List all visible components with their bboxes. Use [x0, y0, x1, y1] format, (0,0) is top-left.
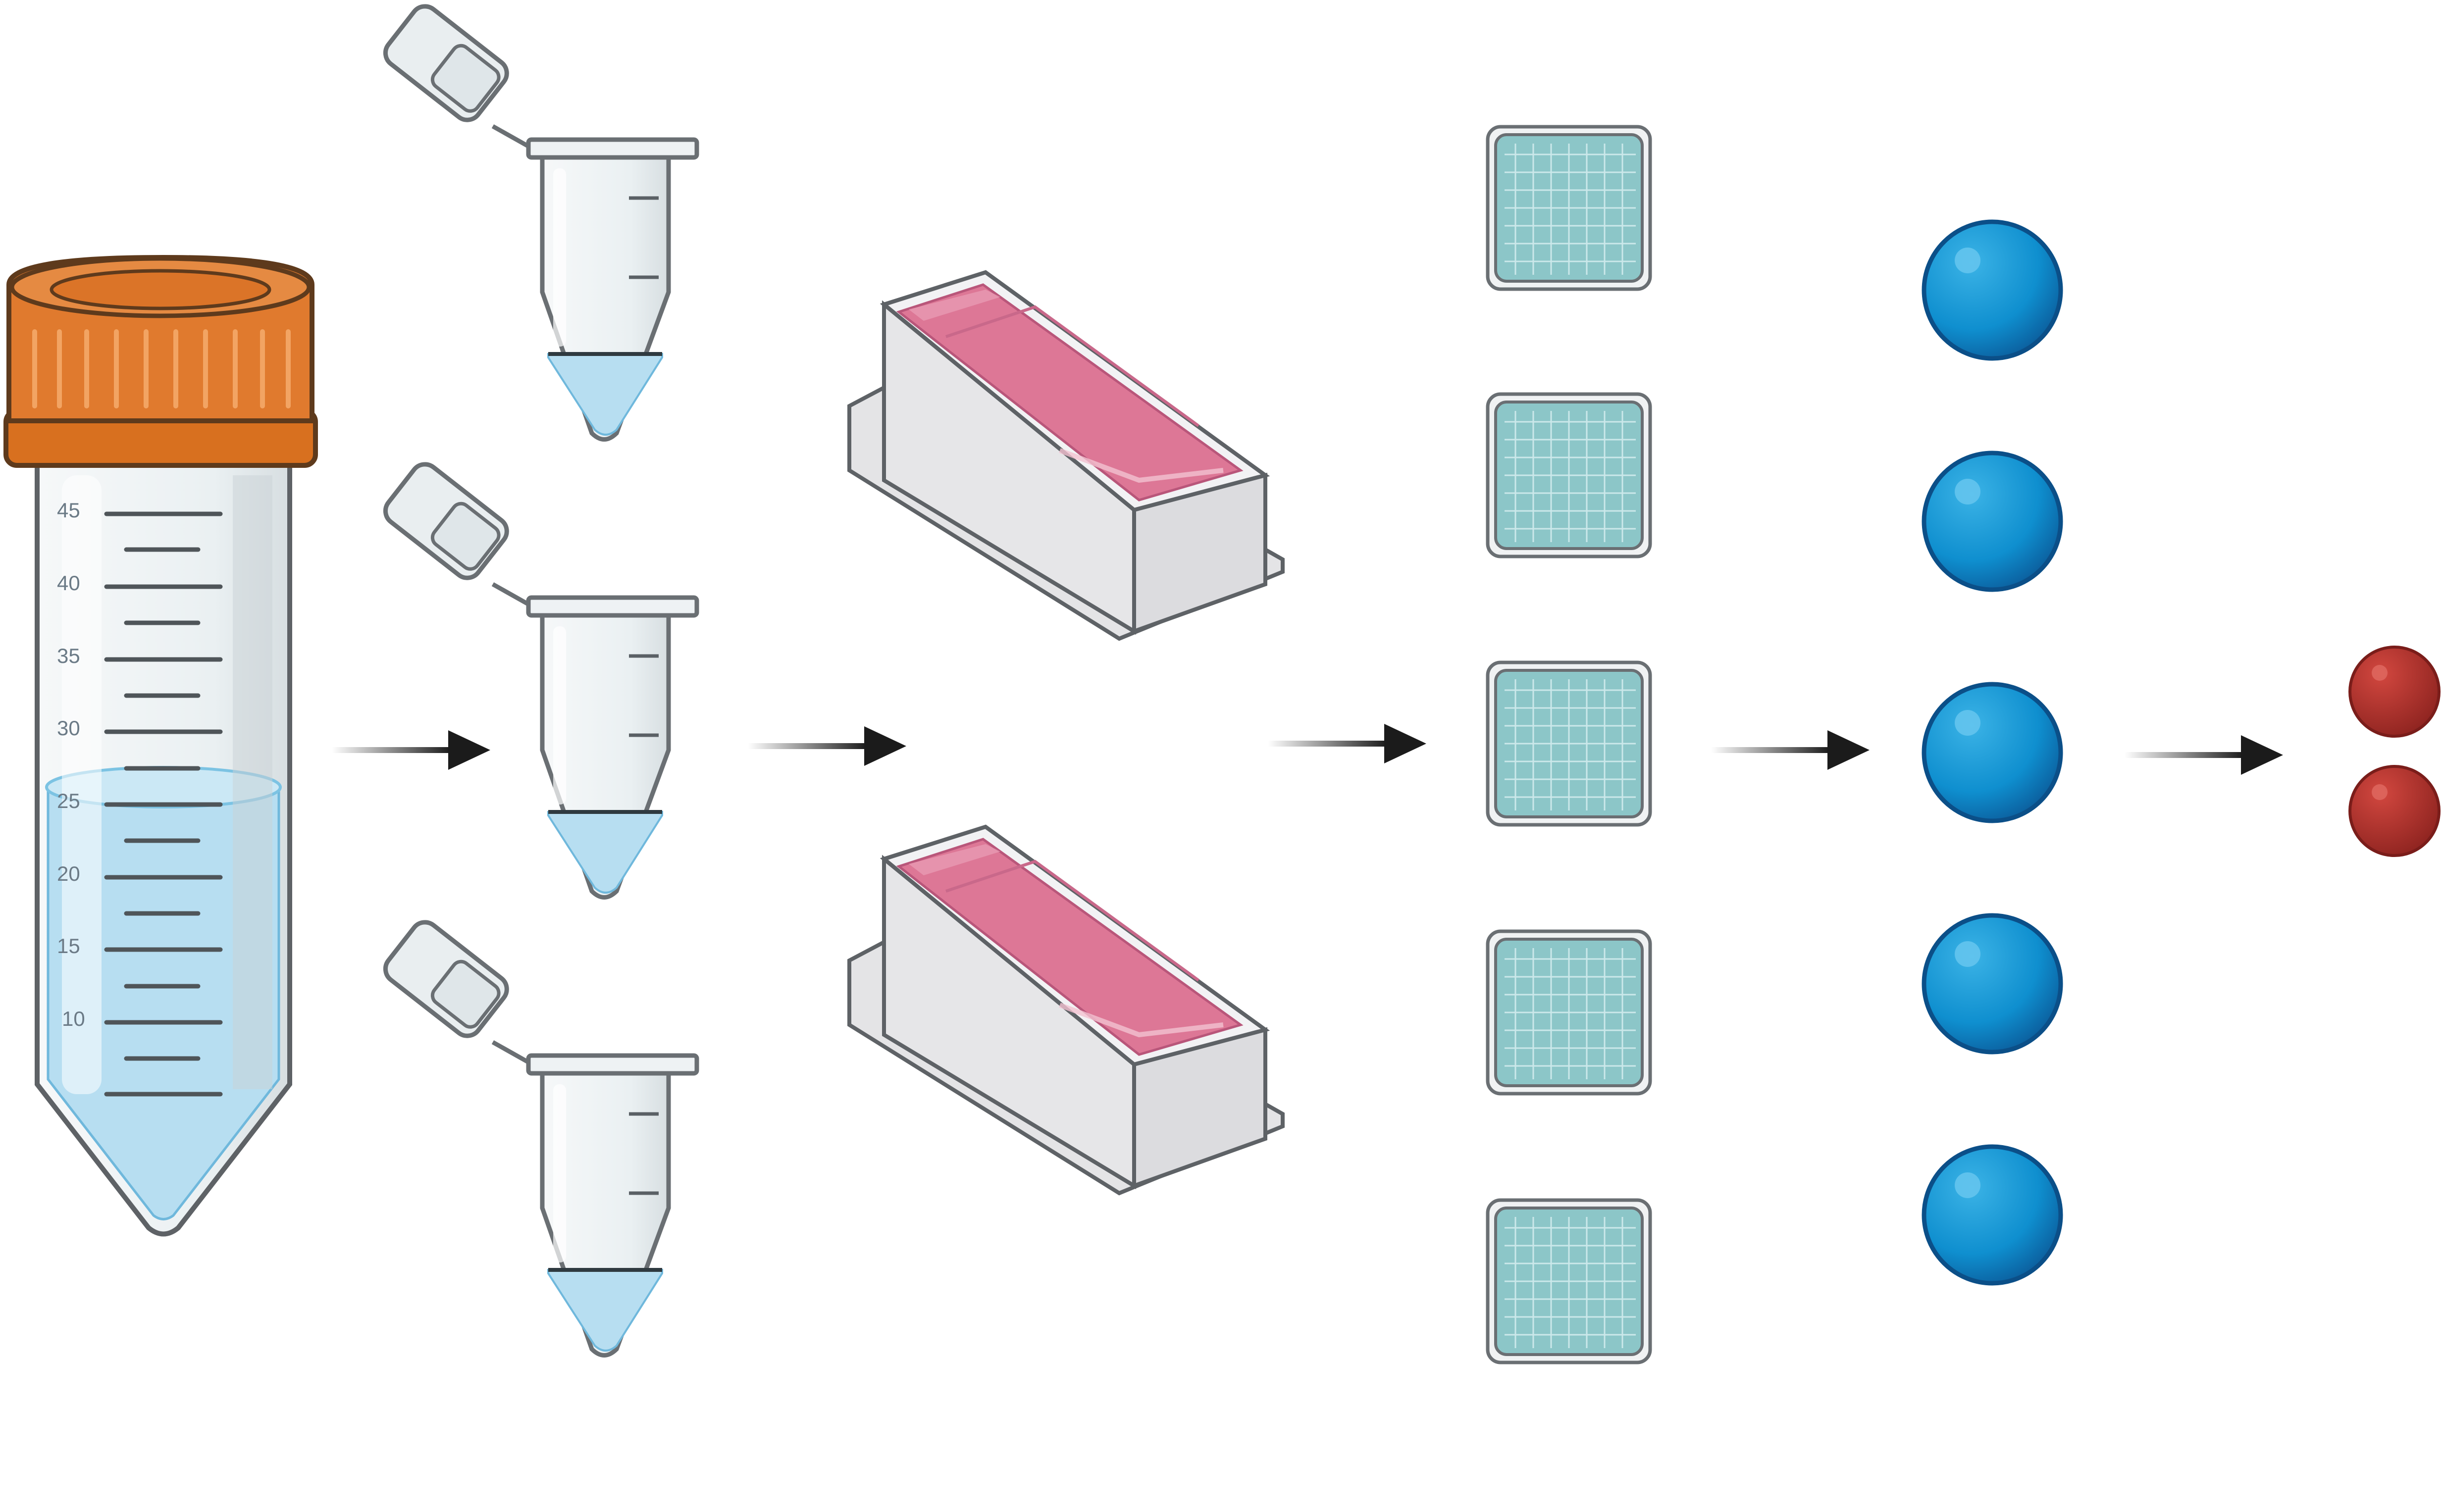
hemocytometer-icon [1488, 931, 1650, 1094]
arrow-right-icon [2125, 735, 2283, 775]
hemocytometer-icon [1488, 127, 1650, 289]
microcentrifuge-tube-icon [380, 1, 697, 440]
hemocytometer-icon [1488, 662, 1650, 825]
cell-icon [1924, 1147, 2061, 1283]
cell-icon [1924, 915, 2061, 1052]
graduation-label: 40 [57, 571, 80, 595]
hemocytometer-icon [1488, 1200, 1650, 1362]
graduation-label: 25 [57, 789, 80, 812]
graduation-label: 35 [57, 644, 80, 667]
tube-liquid [47, 786, 280, 1220]
hemocytometer-icon [1488, 394, 1650, 556]
arrow-right-icon [1268, 724, 1426, 763]
culture-flask-icon [849, 827, 1283, 1193]
microcentrifuge-tube-icon [380, 459, 697, 898]
arrow-right-icon [332, 730, 490, 770]
cell-icon [1924, 453, 2061, 590]
tube-cap [3, 254, 318, 468]
red-blood-cell-icon [2350, 766, 2439, 856]
graduation-label: 45 [57, 499, 80, 522]
cell-icon [1924, 222, 2061, 358]
graduation-label: 15 [57, 934, 80, 958]
centrifuge-tube-icon: 45 40 35 30 25 20 15 10 [3, 254, 318, 1237]
graduation-label: 30 [57, 716, 80, 740]
cell-icon [1924, 684, 2061, 821]
arrow-right-icon [748, 726, 906, 766]
culture-flask-icon [849, 272, 1283, 639]
microcentrifuge-tube-icon [380, 917, 697, 1356]
graduation-label: 20 [57, 862, 80, 885]
graduation-label: 10 [62, 1007, 85, 1030]
red-blood-cell-icon [2350, 647, 2439, 736]
arrow-right-icon [1711, 730, 1870, 770]
